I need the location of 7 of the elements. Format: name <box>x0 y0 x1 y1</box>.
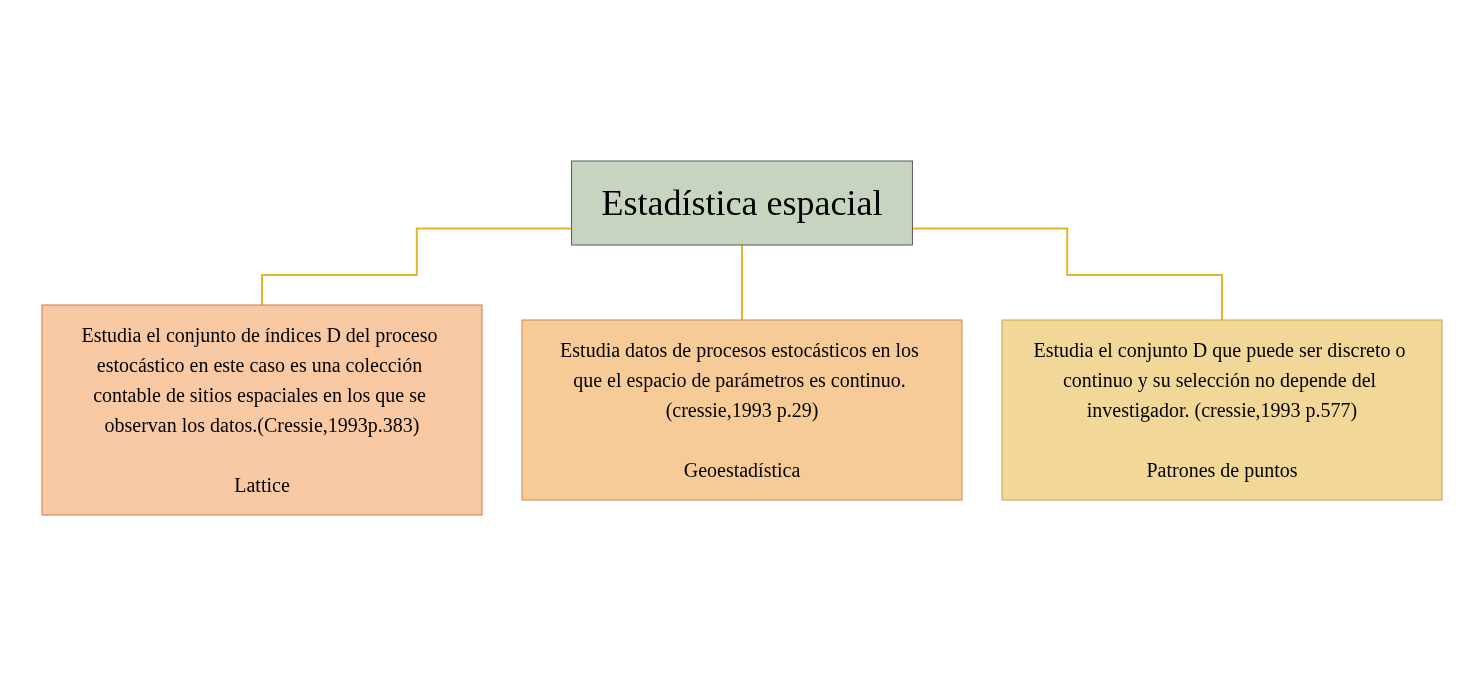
connector <box>260 227 573 306</box>
connector <box>740 243 743 321</box>
node-box: Estudia el conjunto de índices D del proceso estocástico en este caso es una colección contable de sitios espaciales en los que se observan los datos.(Cressie,1993p.383) Lattice <box>41 304 482 515</box>
node-box: Estudia el conjunto D que puede ser discreto o continuo y su selección no depende del investigador. (cressie,1993 p.577) Patrones de puntos <box>1001 319 1442 500</box>
node-box: Estadística espacial <box>570 160 913 245</box>
node-box: Estudia datos de procesos estocásticos en los que el espacio de parámetros es continuo. (cressie,1993 p.29) Geoestadística <box>521 319 962 500</box>
connector <box>910 227 1223 321</box>
